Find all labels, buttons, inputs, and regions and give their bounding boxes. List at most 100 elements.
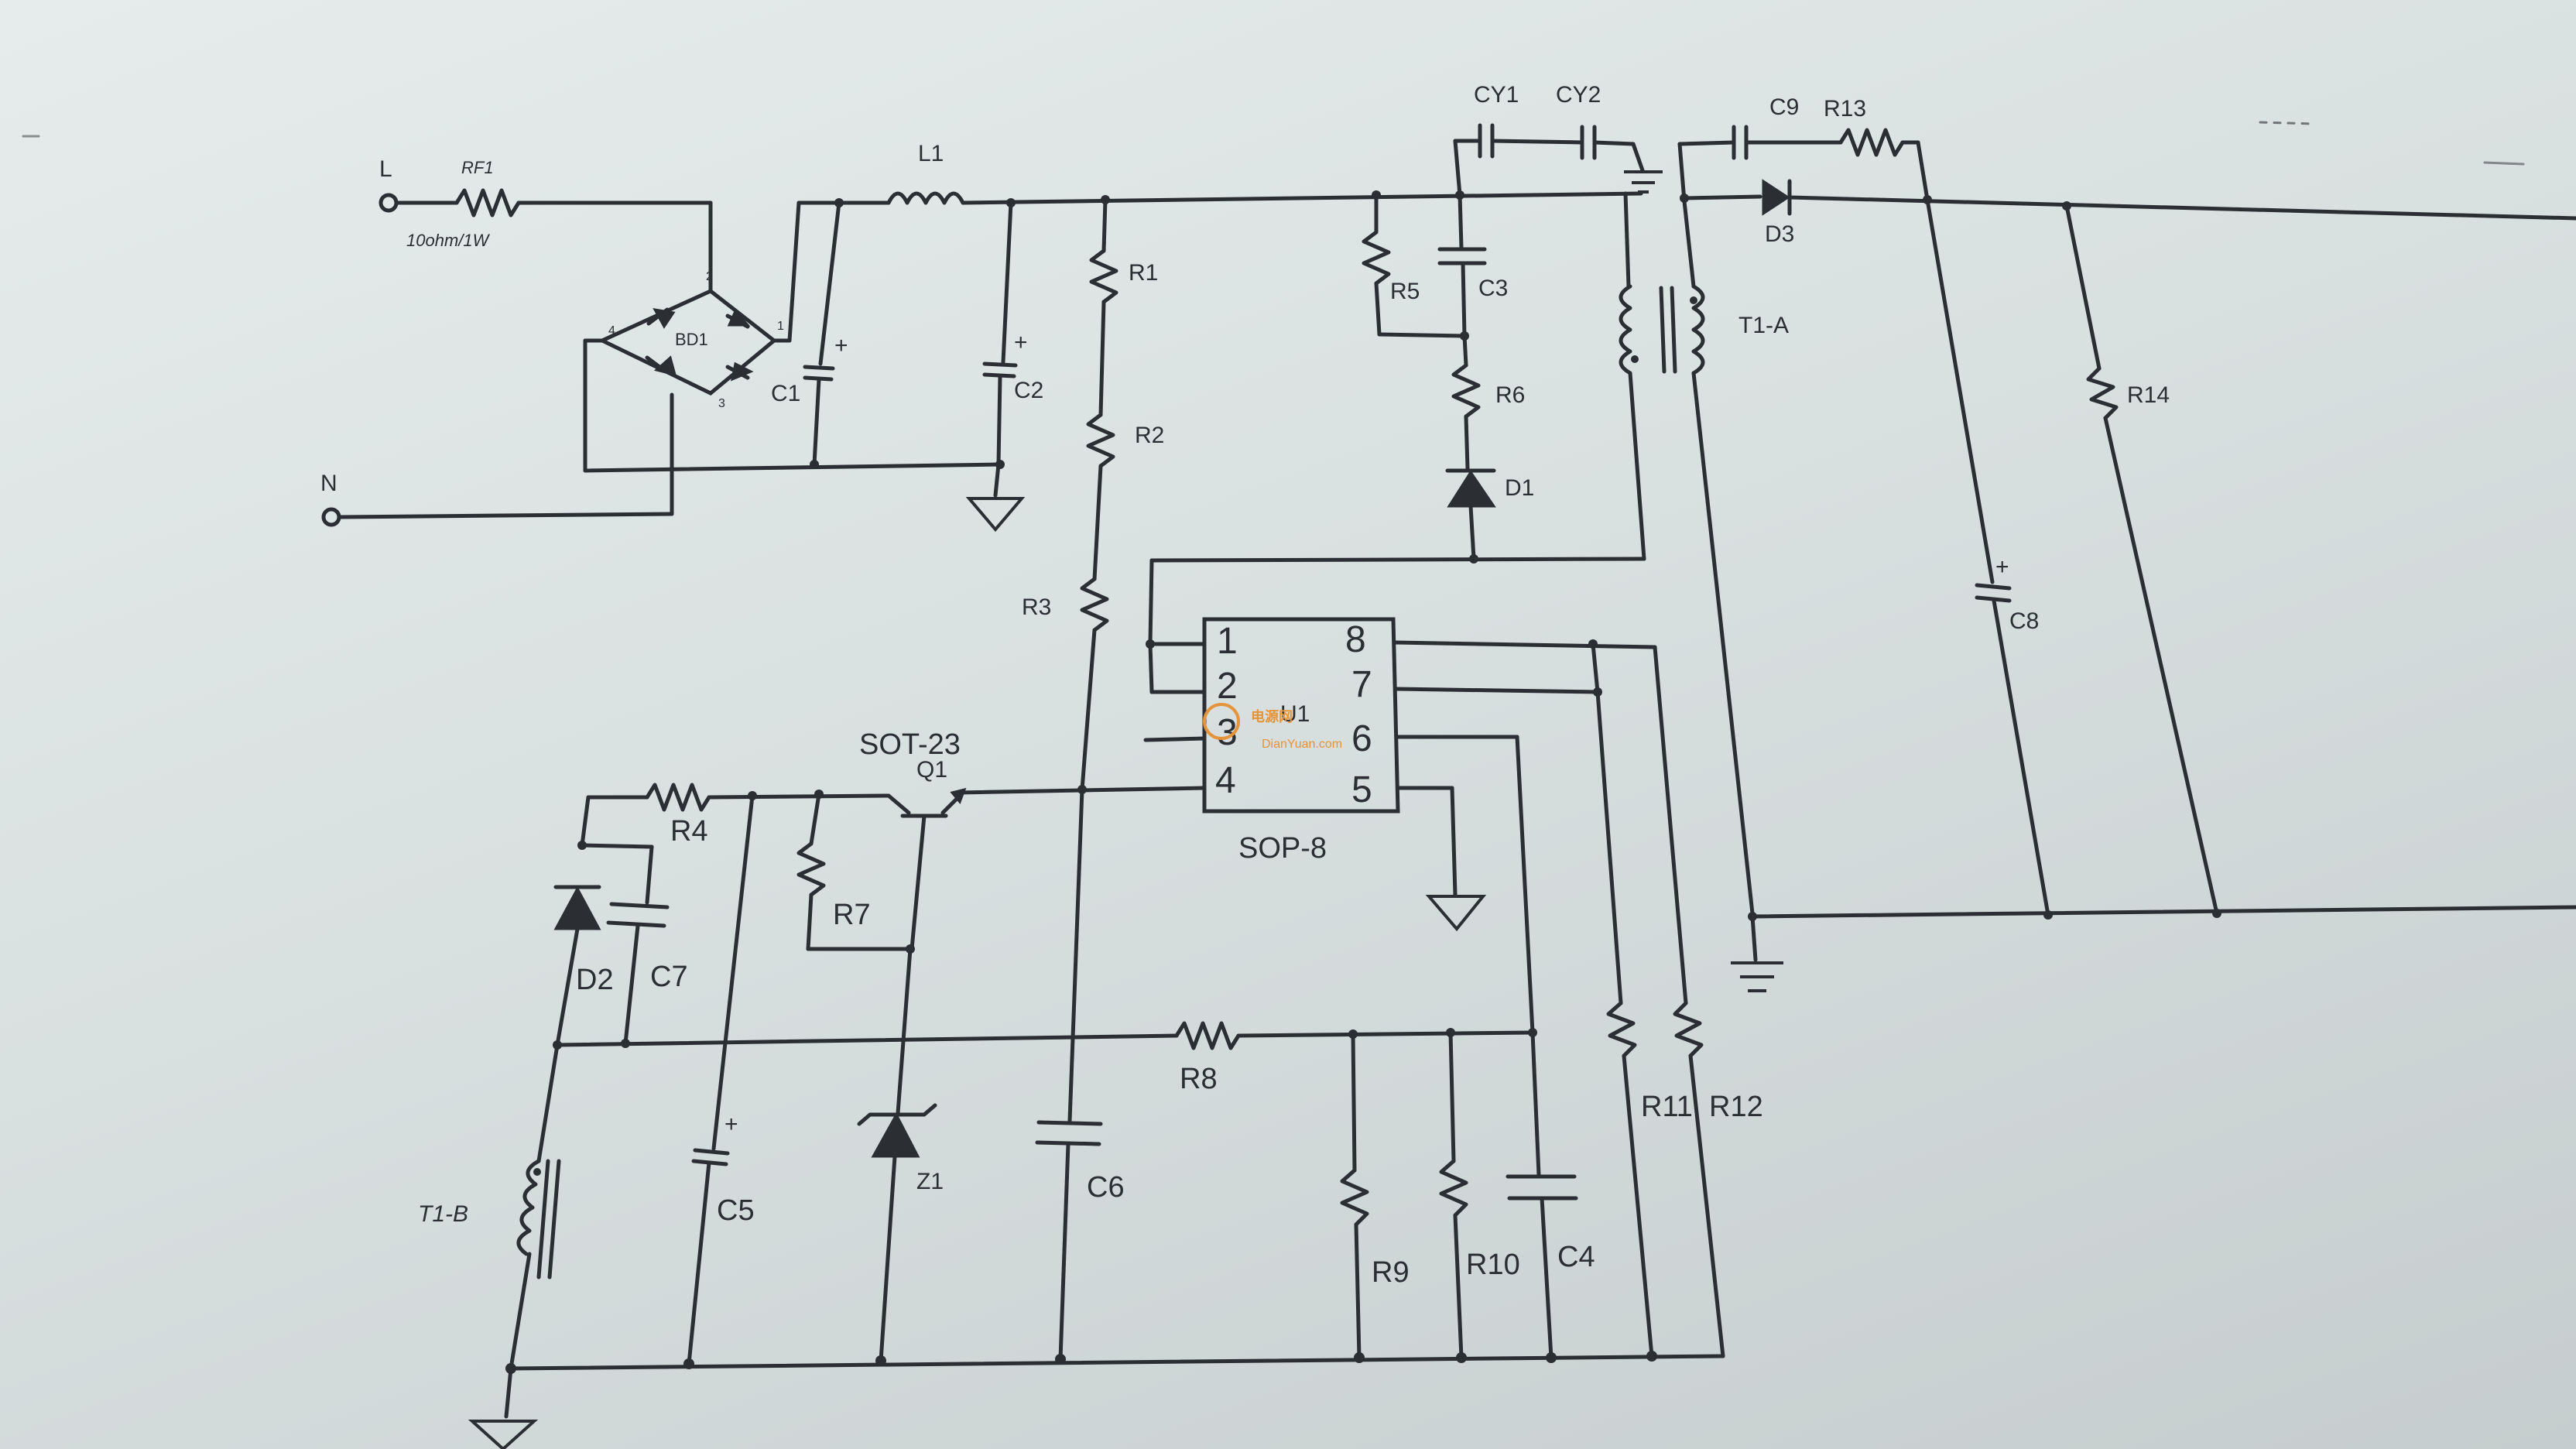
watermark-url: DianYuan.com: [1262, 738, 1342, 751]
capacitor-C6: [1036, 1120, 1103, 1126]
U1-pin-7: 7: [1351, 664, 1372, 705]
C8-label: C8: [2009, 608, 2039, 634]
C5-polarity: +: [724, 1112, 738, 1137]
startup-divider: R1 R2 R3: [1022, 195, 1164, 792]
Q1-label: Q1: [916, 757, 947, 783]
R6-label: R6: [1495, 382, 1525, 408]
resistor-R9: [1340, 1168, 1369, 1227]
resistor-R13: [1838, 128, 1905, 157]
D2-label: D2: [576, 964, 614, 996]
capacitor-C8: [1975, 583, 2012, 591]
R8-label: R8: [1180, 1063, 1218, 1095]
resistor-R10: [1439, 1159, 1468, 1218]
capacitor-C2: [982, 361, 1018, 368]
U1-pin-4: 4: [1215, 760, 1236, 801]
T1A-label: T1-A: [1738, 313, 1789, 338]
resistor-R4: [645, 783, 711, 812]
R12-label: R12: [1709, 1091, 1763, 1123]
ic-U1-body: [1202, 617, 1400, 814]
resistor-R5: [1362, 230, 1391, 286]
diode-D2: [553, 886, 601, 930]
input-section: L RF1 10ohm/1W N BD1 1 2 3 4: [320, 141, 1643, 533]
C4-label: C4: [1557, 1241, 1595, 1273]
U1-package: SOP-8: [1238, 832, 1327, 865]
BD1-pin-4: 4: [608, 324, 615, 337]
C1-polarity: +: [834, 333, 848, 358]
BD1-pin-2: 2: [706, 270, 713, 283]
RF1-value: 10ohm/1W: [406, 231, 491, 250]
RF1-label: RF1: [461, 158, 494, 177]
transformer-T1A: T1-A: [1619, 191, 1789, 916]
resistor-R1: [1089, 248, 1118, 304]
R5-label: R5: [1390, 279, 1420, 304]
R14-label: R14: [2127, 382, 2170, 408]
R1-label: R1: [1129, 260, 1158, 286]
diode-D3: [1762, 179, 1790, 216]
ground-symbol-aux: [468, 1420, 539, 1449]
y-capacitors: CY1 CY2: [1453, 82, 1663, 197]
C2-polarity: +: [1014, 330, 1028, 355]
winding-T1B: [516, 1159, 541, 1256]
terminal-N-label: N: [320, 471, 337, 496]
R9-label: R9: [1372, 1256, 1410, 1289]
U1-pin-8: 8: [1345, 619, 1366, 660]
capacitor-C7: [609, 902, 670, 909]
BD1-pin-3: 3: [718, 397, 725, 410]
feedback-resistors: R11 R12: [1595, 645, 1763, 1358]
BD1-label: BD1: [675, 330, 708, 349]
BD1-pin-1: 1: [777, 320, 784, 333]
resistor-R2: [1086, 413, 1115, 468]
capacitor-C1: [803, 365, 835, 371]
U1-pin-1: 1: [1217, 621, 1238, 662]
resistor-R6: [1451, 363, 1481, 419]
R7-label: R7: [833, 899, 871, 931]
snubber-network: R5 C3 R6 D1: [1146, 190, 1646, 649]
C6-label: C6: [1087, 1171, 1125, 1204]
U1-pin-2: 2: [1217, 666, 1238, 707]
U1-pin-5: 5: [1351, 769, 1372, 810]
watermark-logo-icon: [1203, 703, 1240, 740]
watermark-brand: 电源网: [1251, 708, 1293, 724]
C8-polarity: +: [1995, 554, 2009, 580]
terminal-L: [379, 193, 399, 213]
terminal-L-label: L: [379, 156, 392, 182]
D1-label: D1: [1505, 475, 1534, 501]
aux-supply: R4 SOT-23 Q1 R7 Z1 + C5: [418, 728, 1725, 1449]
resistor-RF1: [454, 188, 521, 218]
R2-label: R2: [1135, 423, 1164, 448]
C9-label: C9: [1769, 94, 1799, 120]
resistor-R11: [1606, 1001, 1637, 1058]
Z1-label: Z1: [916, 1169, 944, 1194]
U1-label: U1: [1280, 701, 1310, 727]
Q1-package: SOT-23: [859, 728, 961, 761]
resistor-R14: [2086, 366, 2119, 420]
terminal-N: [321, 507, 341, 527]
C5-label: C5: [717, 1194, 755, 1227]
diode-D1: [1447, 470, 1496, 508]
R13-label: R13: [1824, 96, 1866, 122]
controller-U1: 1 2 3 4 5 6 7 8 U1 SOP-8 电源网 DianYuan.co…: [956, 617, 1657, 1035]
inductor-L1: [886, 191, 965, 205]
zener-Z1: [871, 1112, 920, 1158]
R11-label: R11: [1641, 1091, 1693, 1123]
U1-pin-6: 6: [1351, 718, 1372, 759]
resistor-R12: [1673, 1001, 1704, 1058]
ground-symbol-primary: [965, 497, 1026, 533]
C1-label: C1: [771, 381, 800, 406]
resistor-R8: [1174, 1021, 1241, 1050]
R10-label: R10: [1466, 1249, 1520, 1281]
D3-label: D3: [1765, 221, 1794, 247]
bridge-rectifier-BD1: BD1 1 2 3 4: [598, 270, 784, 410]
R3-label: R3: [1022, 594, 1051, 620]
L1-label: L1: [918, 141, 944, 166]
CY2-label: CY2: [1556, 82, 1601, 108]
transistor-Q1: [886, 793, 911, 815]
C2-label: C2: [1014, 378, 1043, 403]
resistor-R7: [796, 841, 826, 897]
capacitor-C5: [693, 1148, 730, 1156]
R4-label: R4: [670, 815, 708, 848]
T1B-label: T1-B: [418, 1201, 468, 1227]
resistor-R3: [1080, 577, 1109, 632]
